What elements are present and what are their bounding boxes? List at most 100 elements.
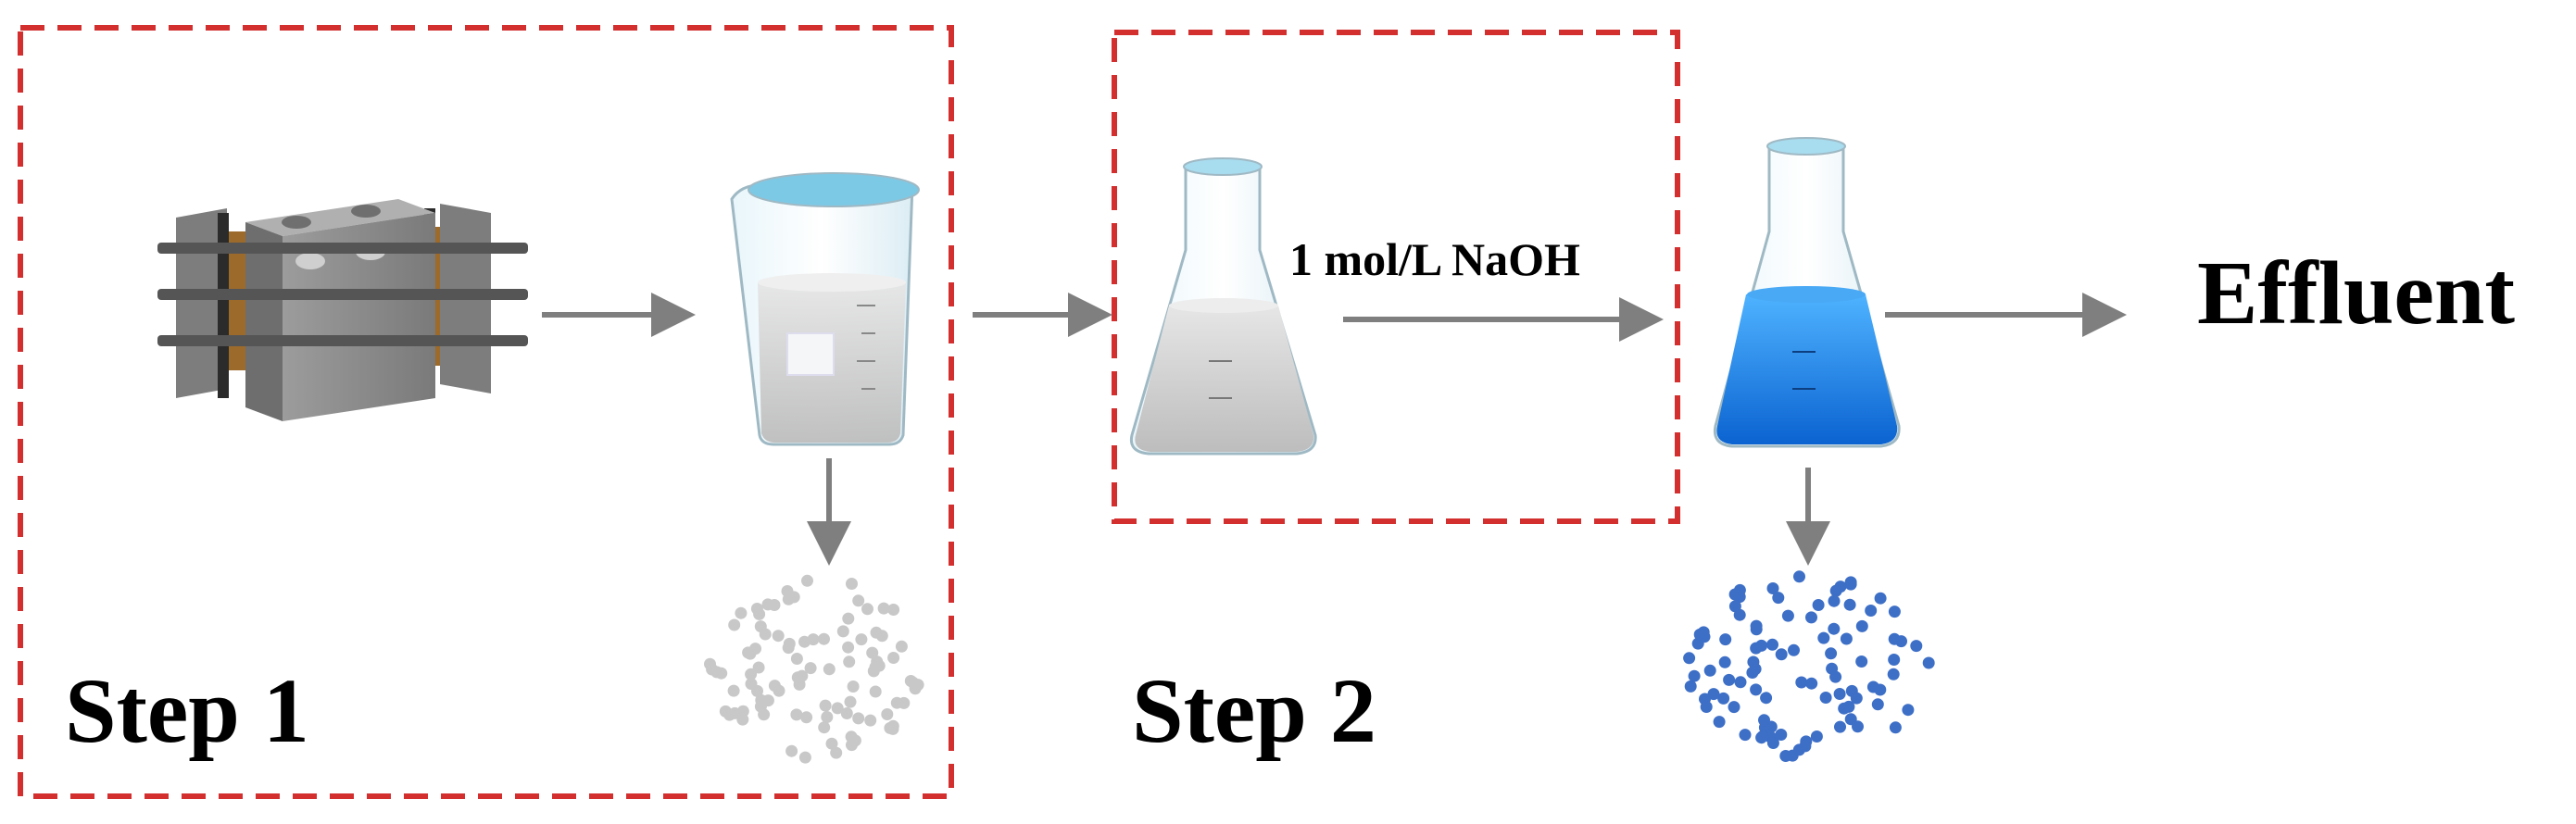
particle-dot — [869, 685, 882, 698]
step1-label: Step 1 — [65, 659, 309, 762]
particle-dot — [1755, 731, 1768, 744]
particle-dot — [804, 662, 817, 675]
particle-dot — [1828, 622, 1841, 635]
blue-particles-icon — [1683, 570, 1935, 762]
particle-dot — [1840, 632, 1853, 645]
particle-dot — [1719, 633, 1732, 646]
particle-dot — [1855, 619, 1868, 632]
effluent-label: Effluent — [2197, 243, 2515, 343]
particle-dot — [735, 606, 748, 619]
beaker-icon — [730, 172, 920, 446]
particle-dot — [736, 705, 749, 718]
particle-dot — [1766, 582, 1779, 594]
particle-dot — [1691, 637, 1704, 650]
erlenmeyer-flask-blue-icon — [1713, 137, 1901, 448]
particle-dot — [1728, 600, 1741, 613]
particle-dot — [1750, 619, 1763, 632]
erlenmeyer-flask-grey-icon — [1129, 157, 1317, 456]
particle-dot — [1775, 729, 1788, 741]
particle-dot — [1902, 704, 1915, 717]
particle-dot — [1747, 655, 1760, 668]
particle-dot — [1922, 656, 1935, 669]
particle-dot — [1766, 638, 1778, 651]
particle-dot — [772, 630, 785, 643]
particle-dot — [852, 594, 865, 607]
particle-dot — [807, 633, 820, 646]
particle-dot — [768, 680, 781, 693]
particle-dot — [800, 711, 813, 724]
step1-dashed-box — [18, 25, 954, 799]
particle-dot — [1781, 609, 1794, 622]
particle-dot — [796, 669, 809, 682]
particle-dot — [1683, 652, 1696, 665]
particle-dot — [1697, 626, 1710, 639]
particle-dot — [864, 714, 877, 727]
particle-dot — [1852, 720, 1864, 733]
particle-dot — [1805, 677, 1818, 690]
particle-dot — [745, 678, 758, 691]
particle-dot — [1728, 701, 1740, 714]
particle-dot — [831, 702, 844, 715]
particle-dot — [847, 680, 860, 693]
particle-dot — [1889, 721, 1902, 734]
particle-dot — [1793, 570, 1805, 583]
particle-dot — [1874, 592, 1887, 605]
particle-dot — [1775, 648, 1788, 661]
particle-dot — [750, 603, 763, 615]
particle-dot — [1723, 673, 1736, 686]
particle-dot — [1855, 655, 1868, 668]
particle-dot — [801, 574, 813, 587]
particle-dot — [836, 625, 849, 638]
particle-dot — [818, 632, 830, 645]
electrochemical-cell-icon — [157, 199, 528, 421]
particle-dot — [759, 628, 772, 641]
particle-dot — [904, 675, 917, 687]
particle-dot — [843, 655, 856, 668]
particle-dot — [1871, 698, 1884, 711]
particle-dot — [790, 653, 803, 665]
particle-dot — [845, 730, 858, 743]
step2-dashed-box — [1112, 30, 1680, 524]
particle-dot — [1786, 749, 1799, 762]
particle-dot — [846, 578, 858, 590]
particle-dot — [1805, 611, 1817, 624]
particle-dot — [1819, 692, 1832, 704]
particle-dot — [1834, 581, 1847, 593]
particle-dot — [1817, 631, 1830, 644]
particle-dot — [1810, 730, 1823, 743]
particle-dot — [1874, 683, 1887, 696]
particle-dot — [728, 618, 741, 631]
particle-dot — [1755, 639, 1768, 652]
particle-dot — [1739, 729, 1752, 742]
particle-dot — [781, 585, 794, 597]
particle-dot — [783, 637, 796, 650]
particle-dot — [1707, 688, 1720, 701]
particle-dot — [1844, 576, 1857, 589]
particle-dot — [785, 744, 798, 757]
particle-dot — [1888, 606, 1901, 618]
particle-dot — [1758, 714, 1770, 727]
particle-dot — [1760, 692, 1773, 705]
reagent-label: 1 mol/L NaOH — [1289, 233, 1580, 285]
particle-dot — [844, 695, 857, 708]
particle-dot — [1718, 655, 1731, 668]
particle-dot — [1728, 588, 1741, 601]
particle-dot — [1700, 701, 1713, 713]
particle-dot — [1788, 643, 1800, 656]
particle-dot — [1850, 692, 1863, 705]
particle-dot — [895, 640, 908, 653]
particle-dot — [871, 655, 884, 668]
particle-dot — [881, 708, 894, 720]
particle-dot — [719, 705, 732, 718]
particle-dot — [842, 641, 855, 654]
particle-dot — [1717, 692, 1730, 705]
step2-label: Step 2 — [1132, 659, 1376, 762]
particle-dot — [768, 599, 781, 611]
particle-dot — [790, 708, 803, 721]
particle-dot — [1812, 599, 1825, 611]
particle-dot — [1703, 664, 1716, 677]
grey-particles-icon — [704, 574, 924, 764]
particle-dot — [877, 602, 890, 615]
particle-dot — [852, 712, 865, 725]
